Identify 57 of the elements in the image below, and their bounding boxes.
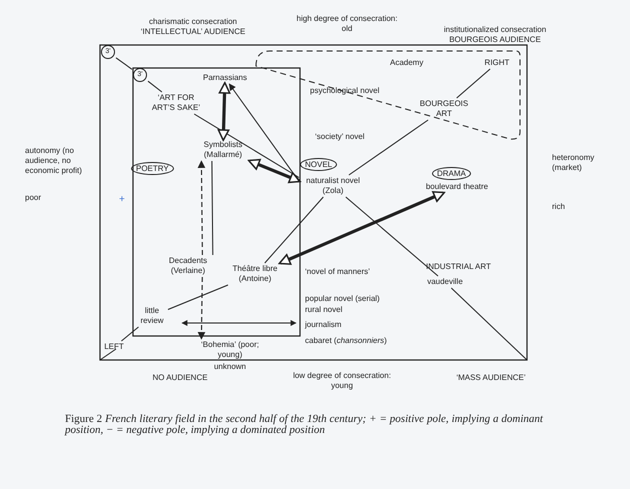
text-label: ‘ART FOR ART’S SAKE’ (146, 93, 206, 113)
connector-line (168, 284, 228, 310)
text-label: high degree of consecration: old (296, 14, 398, 34)
text-label: poor (25, 193, 42, 203)
text-label: psychological novel (310, 86, 380, 96)
text-label: INDUSTRIAL ART (426, 262, 492, 272)
text-label: LEFT (103, 342, 125, 352)
text-label: Parnassians (200, 73, 250, 83)
text-label: ‘INTELLECTUAL’ AUDIENCE (140, 27, 246, 37)
text-label: Academy (390, 58, 424, 68)
arrow (198, 277, 206, 340)
text-label: popular novel (serial) (305, 294, 381, 304)
connector-line (264, 196, 324, 264)
text-label: naturalist novel (Zola) (300, 176, 366, 196)
text-label: cabaret (chansonniers) (305, 336, 388, 346)
genre-oval: DRAMA (432, 167, 471, 180)
text-label: low degree of consecration: young (292, 371, 392, 391)
text-label: ‘society’ novel (315, 132, 366, 142)
plus-sign: + (119, 195, 126, 205)
connector-line (148, 80, 162, 92)
text-label: little review (137, 306, 167, 326)
text-label: ‘MASS AUDIENCE’ (456, 373, 526, 383)
connector-line (456, 68, 491, 98)
connector-line (450, 288, 528, 360)
text-label: rich (552, 202, 566, 212)
text-label: Decadents (Verlaine) (160, 256, 216, 276)
genre-oval: NOVEL (300, 158, 338, 171)
text-label: BOURGEOIS ART (414, 99, 474, 119)
text-label: journalism (305, 320, 342, 330)
text-label: unknown (212, 362, 248, 372)
text-label: charismatic consecration (148, 17, 238, 27)
genre-oval: POETRY (131, 162, 174, 175)
text-label: autonomy (no audience, no economic profit) (25, 146, 83, 176)
text-label: Théâtre libre (Antoine) (222, 264, 288, 284)
text-label: NO AUDIENCE (151, 373, 209, 383)
connector-line (348, 120, 429, 176)
double-arrow (218, 82, 230, 142)
connector-line (116, 57, 132, 70)
connector-line (345, 196, 438, 276)
figure-caption: Figure 2 French literary field in the second half of the 19th century; + = positive pole, implying a dominant position, − = negative pole, implying a dominated position (65, 414, 543, 436)
connector-line (194, 114, 300, 178)
connector-line (211, 160, 214, 256)
text-label: RIGHT (484, 58, 510, 68)
text-label: BOURGEOIS AUDIENCE (448, 35, 542, 45)
text-label: Symbolists (Mallarmé) (193, 140, 253, 160)
connector-line (120, 326, 139, 342)
arrow (228, 83, 300, 182)
text-label: rural novel (305, 305, 344, 315)
double-arrow (248, 158, 301, 184)
text-label: ‘novel of manners’ (305, 267, 371, 277)
arrow (198, 160, 206, 255)
double-arrow (278, 191, 446, 265)
text-label: ‘Bohemia’ (poor; young) (199, 340, 261, 360)
text-label: institutionalized consecration (442, 25, 548, 35)
text-label: heteronomy (market) (552, 153, 596, 173)
text-label: vaudeville (420, 277, 470, 287)
text-label: boulevard theatre (417, 182, 497, 192)
